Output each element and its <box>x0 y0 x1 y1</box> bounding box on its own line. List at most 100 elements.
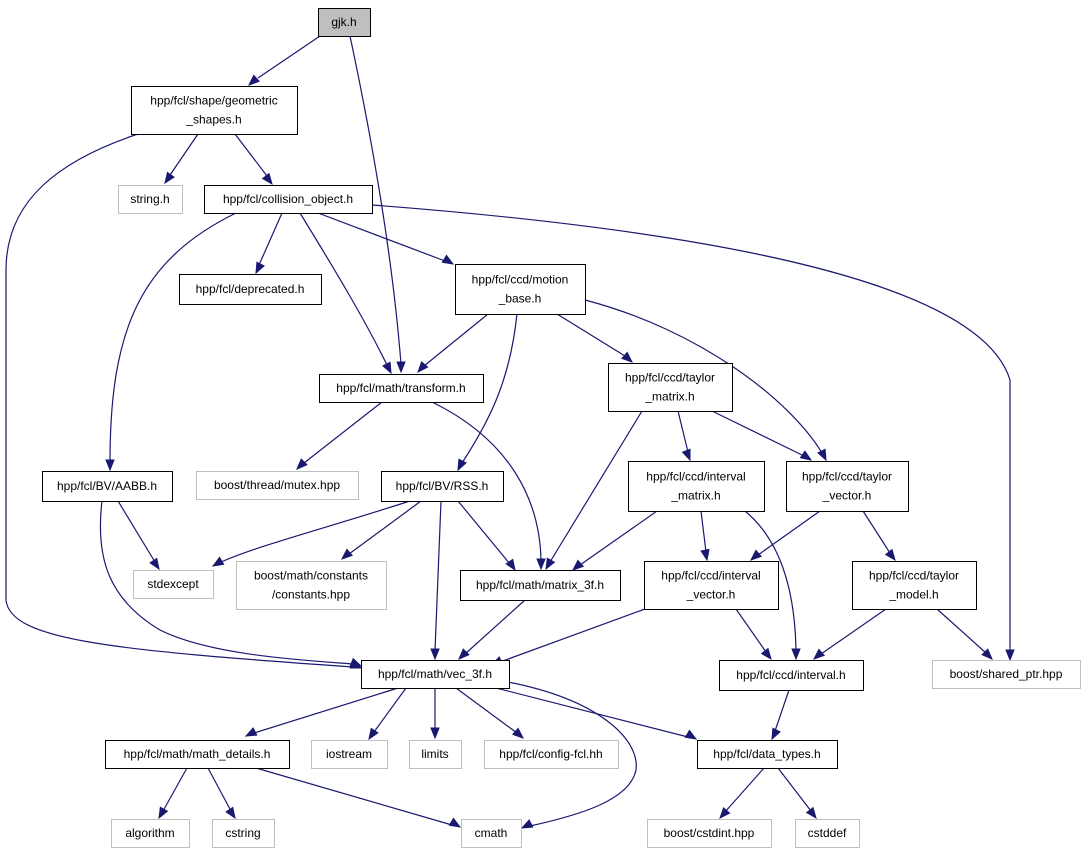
node-label: _matrix.h <box>670 489 720 503</box>
edge-vec3f-to-cmath <box>507 681 637 829</box>
node-label: hpp/fcl/deprecated.h <box>196 282 305 296</box>
node-tvector[interactable]: hpp/fcl/ccd/taylor _vector.h <box>786 461 909 512</box>
edge-mathdetails-to-cstring <box>207 767 236 820</box>
node-label: limits <box>421 747 448 761</box>
node-label: cstring <box>225 826 260 840</box>
edge-imatrix-to-matrix3f <box>571 510 658 571</box>
node-label: boost/math/constants <box>254 569 368 583</box>
node-label: hpp/fcl/collision_object.h <box>223 192 353 206</box>
node-label: hpp/fcl/math/vec_3f.h <box>378 667 492 681</box>
node-imatrix[interactable]: hpp/fcl/ccd/interval _matrix.h <box>628 461 765 512</box>
node-configfcl: hpp/fcl/config-fcl.hh <box>484 740 619 769</box>
node-matrix3f[interactable]: hpp/fcl/math/matrix_3f.h <box>460 570 621 601</box>
node-label: algorithm <box>125 826 174 840</box>
edge-motion-to-rss <box>457 313 518 472</box>
node-gjk[interactable]: gjk.h <box>318 8 371 37</box>
edge-rss-to-stdexcept <box>211 500 411 567</box>
edge-datatypes-to-cstddef <box>777 767 817 820</box>
node-label: hpp/fcl/ccd/interval.h <box>736 668 845 682</box>
node-motion[interactable]: hpp/fcl/ccd/motion _base.h <box>455 264 586 315</box>
node-label: boost/shared_ptr.hpp <box>950 667 1063 681</box>
node-label: hpp/fcl/math/matrix_3f.h <box>476 578 604 592</box>
edge-transform-to-mutex <box>296 401 383 470</box>
node-vec3f[interactable]: hpp/fcl/math/vec_3f.h <box>361 660 510 689</box>
edge-rss-to-constants <box>340 500 422 560</box>
node-label: hpp/fcl/ccd/interval <box>646 470 745 484</box>
edge-datatypes-to-cstdint <box>719 767 765 820</box>
node-label: cstddef <box>808 826 847 840</box>
node-stdexcept: stdexcept <box>133 570 214 599</box>
edge-geometric-to-string <box>164 133 199 185</box>
node-mutex: boost/thread/mutex.hpp <box>196 471 359 500</box>
edge-motion-to-tmatrix <box>556 313 634 363</box>
node-interval[interactable]: hpp/fcl/ccd/interval.h <box>719 660 864 691</box>
edge-vec3f-to-datatypes <box>495 687 698 740</box>
node-label: hpp/fcl/BV/RSS.h <box>396 479 489 493</box>
edge-collision-to-deprecated <box>255 212 283 275</box>
node-deprecated[interactable]: hpp/fcl/deprecated.h <box>179 274 322 305</box>
edge-mathdetails-to-cmath <box>255 767 462 828</box>
edge-geometric-to-collision <box>234 133 273 186</box>
node-label: stdexcept <box>147 577 199 591</box>
node-algorithm: algorithm <box>111 819 190 848</box>
node-iostream: iostream <box>311 740 388 769</box>
edge-tvector-to-ivector <box>749 510 821 561</box>
node-label: cmath <box>475 826 508 840</box>
node-label: _base.h <box>498 292 542 306</box>
edge-collision-to-transform <box>299 212 392 375</box>
node-label: hpp/fcl/math/math_details.h <box>124 747 271 761</box>
node-tmodel[interactable]: hpp/fcl/ccd/taylor _model.h <box>852 561 977 610</box>
node-geometric[interactable]: hpp/fcl/shape/geometric_shapes.h <box>131 86 298 135</box>
node-sharedptr: boost/shared_ptr.hpp <box>932 660 1081 689</box>
edge-rss-to-matrix3f <box>457 500 516 572</box>
edge-tmodel-to-sharedptr <box>936 608 993 660</box>
edge-imatrix-to-interval <box>744 510 801 661</box>
edge-tvector-to-tmodel <box>862 510 896 562</box>
node-label: _matrix.h <box>644 390 694 404</box>
edge-imatrix-to-ivector <box>700 510 710 562</box>
edge-collision-to-aabb <box>105 212 237 472</box>
edge-tmodel-to-interval <box>812 608 887 660</box>
node-collision[interactable]: hpp/fcl/collision_object.h <box>204 185 373 214</box>
node-label: _vector.h <box>822 489 872 503</box>
node-label: gjk.h <box>331 15 356 29</box>
node-label: hpp/fcl/ccd/taylor <box>625 371 715 385</box>
node-label: hpp/fcl/ccd/taylor <box>869 569 959 583</box>
edge-ivector-to-interval <box>735 608 772 661</box>
node-string: string.h <box>118 185 183 214</box>
edge-gjk-to-geometric <box>247 35 321 86</box>
edge-matrix3f-to-vec3f <box>458 599 526 660</box>
node-constants: boost/math/constants/constants.hpp <box>236 561 387 610</box>
node-limits: limits <box>409 740 462 769</box>
node-label: hpp/fcl/ccd/motion <box>472 273 569 287</box>
node-label: hpp/fcl/shape/geometric <box>150 94 277 108</box>
node-label: boost/cstdint.hpp <box>664 826 755 840</box>
edge-vec3f-to-configfcl <box>455 687 525 739</box>
edge-collision-to-motion <box>317 212 455 265</box>
node-tmatrix[interactable]: hpp/fcl/ccd/taylor _matrix.h <box>608 363 733 412</box>
node-label: _model.h <box>888 588 938 602</box>
node-label: hpp/fcl/ccd/taylor <box>802 470 892 484</box>
edge-collision-to-sharedptr <box>371 204 1015 662</box>
node-cstring: cstring <box>212 819 275 848</box>
node-rss[interactable]: hpp/fcl/BV/RSS.h <box>381 471 504 502</box>
edge-ivector-to-vec3f <box>490 608 646 666</box>
node-label: /constants.hpp <box>272 588 350 602</box>
edge-vec3f-to-limits <box>430 688 440 740</box>
node-cstddef: cstddef <box>795 819 860 848</box>
node-aabb[interactable]: hpp/fcl/BV/AABB.h <box>42 471 173 502</box>
node-ivector[interactable]: hpp/fcl/ccd/interval_vector.h <box>644 561 779 610</box>
edge-gjk-to-transform <box>349 35 406 374</box>
edge-tmatrix-to-matrix3f <box>545 410 643 571</box>
edge-aabb-to-vec3f <box>99 500 363 667</box>
node-label: boost/thread/mutex.hpp <box>214 478 340 492</box>
edge-aabb-to-stdexcept <box>117 500 160 571</box>
node-transform[interactable]: hpp/fcl/math/transform.h <box>319 374 484 403</box>
edge-tmatrix-to-imatrix <box>677 410 691 462</box>
node-datatypes[interactable]: hpp/fcl/data_types.h <box>697 740 838 769</box>
edge-vec3f-to-iostream <box>368 687 407 741</box>
edge-interval-to-datatypes <box>771 689 790 741</box>
node-label: hpp/fcl/math/transform.h <box>336 381 465 395</box>
node-mathdetails[interactable]: hpp/fcl/math/math_details.h <box>105 740 290 769</box>
